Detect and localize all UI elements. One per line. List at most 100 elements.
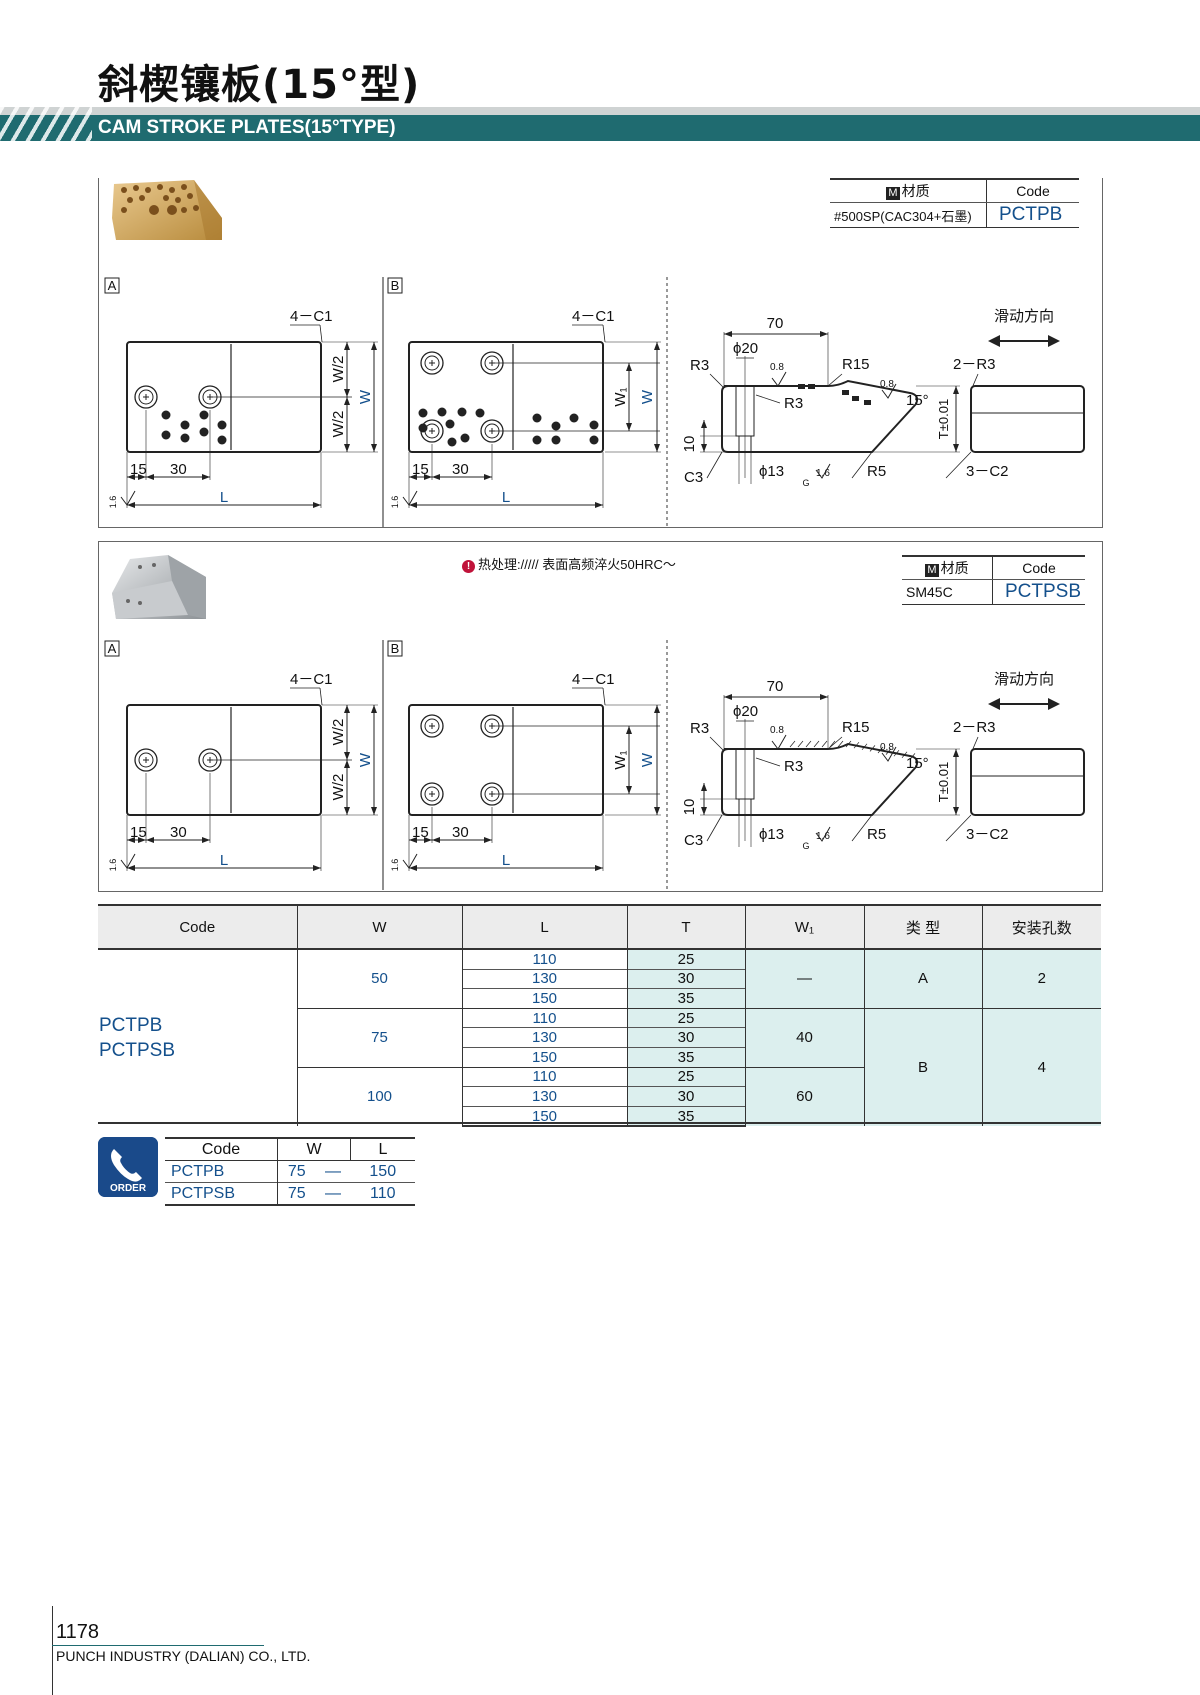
dim-l-b-head-l (409, 502, 417, 508)
header-stripes (0, 107, 92, 141)
w-label: W (357, 389, 374, 404)
hole-a-1-inner (138, 389, 154, 405)
graphite-plug-a (161, 430, 171, 440)
w-label-b: W (639, 752, 656, 767)
dim-w-head-b (371, 807, 377, 815)
dim-w-half-1-head-b (344, 752, 350, 760)
r3-mid-label: R3 (784, 395, 803, 412)
dim-10-label: 10 (681, 436, 698, 453)
dim-10-head-b (701, 444, 707, 452)
order-l: 110 (350, 1182, 415, 1206)
w-half-label-1: W/2 (330, 356, 347, 383)
r3-mid-leader (755, 394, 781, 404)
order-col-w: W (277, 1137, 351, 1161)
hole-a-1-inner (138, 752, 154, 768)
roughness-08-label-a: 0.8 (770, 725, 784, 736)
dim-70-head-r (820, 694, 828, 700)
dim-w-half-2-head-t (344, 397, 350, 405)
dim-10-head-b (701, 807, 707, 815)
hole-b-1 (420, 714, 444, 738)
dim-l-head-l (127, 865, 135, 871)
end-view (970, 748, 1085, 816)
dim-w1-head-t (626, 363, 632, 371)
graphite-plug-a (199, 427, 209, 437)
graphite-plug-b (418, 423, 428, 433)
table-row: 75 110 25 40 B 4 (98, 1007, 1101, 1127)
t-tol-label: T±0.01 (936, 399, 951, 439)
r3-left-label: R3 (690, 357, 709, 374)
roughness-label-b: 1.6 (390, 496, 400, 509)
graphite-plug-a (217, 435, 227, 445)
table-bottom-rule (98, 1122, 1101, 1124)
code-pctpsb: PCTPSB (99, 1040, 176, 1062)
dim-l-head-r (313, 502, 321, 508)
graphite-plug-b (418, 408, 428, 418)
material-value: SM45C (902, 579, 993, 605)
roughness-16-label: 1.6 (816, 831, 830, 842)
hard-layer-hatch (909, 753, 916, 760)
roughness-08-symbol-b (881, 746, 897, 762)
dim-l-b-head-r (595, 865, 603, 871)
dim-w-b-head-t (654, 342, 660, 350)
leader-a (319, 687, 323, 706)
graphite-plug-b (447, 437, 457, 447)
w-half-label-2: W/2 (330, 411, 347, 438)
dim-30-label: 30 (170, 824, 187, 841)
material-badge: M (886, 187, 900, 200)
dim-70-head-l (724, 694, 732, 700)
company-name: PUNCH INDUSTRY (DALIAN) CO., LTD. (56, 1648, 311, 1664)
w-cell: 75 (296, 1007, 462, 1068)
hard-layer-hatch (861, 743, 868, 751)
product-photo-bronze (112, 180, 222, 240)
r15-leader (827, 736, 843, 750)
dim-w-half-1-head-b (344, 389, 350, 397)
dim-15-b-head-l (409, 474, 417, 480)
l-cell: 110 (461, 1066, 627, 1087)
w-label: W (357, 752, 374, 767)
dim-30-b-head-r (484, 474, 492, 480)
w-cell: 50 (296, 948, 462, 1009)
hole-b-1-inner (424, 718, 440, 734)
hard-layer-hatch (893, 749, 900, 757)
order-icon-label: ORDER (110, 1183, 147, 1194)
hole-b-1 (420, 351, 444, 375)
hard-layer-hatch (789, 740, 796, 748)
angle-15-label: 15° (906, 755, 929, 772)
code-label: Code (986, 178, 1079, 203)
roughness-16-label: 1.6 (816, 468, 830, 479)
dim-15-head-l (127, 837, 135, 843)
col-header-w: W (296, 904, 462, 950)
r5-leader (851, 814, 873, 842)
plate-outline-b (408, 341, 604, 453)
w1-cell: 40 (744, 1007, 864, 1068)
roughness-08-label-a: 0.8 (770, 362, 784, 373)
roughness-08-symbol (771, 734, 787, 750)
w-half-label-2: W/2 (330, 774, 347, 801)
r3-left-leader (709, 373, 725, 389)
type-a-label-box (104, 277, 120, 294)
hard-layer-hatch (845, 740, 852, 748)
phi20-label: ϕ20 (733, 703, 758, 720)
l-cell: 150 (461, 1105, 627, 1128)
r3-left-label: R3 (690, 720, 709, 737)
l-cell: 130 (461, 968, 627, 989)
l-label: L (220, 852, 228, 869)
t-cell: 25 (626, 948, 745, 970)
l-cell: 150 (461, 1046, 627, 1068)
chamfer-label-a: 4－C1 (290, 308, 333, 325)
product-panel-pctpsb (98, 541, 1103, 892)
r5-leader (851, 451, 873, 479)
leader-b (602, 687, 606, 706)
order-dash: — (315, 1182, 351, 1206)
dim-15-b-head-r (424, 474, 432, 480)
t-cell: 25 (626, 1007, 745, 1028)
hard-layer-hatch (877, 746, 884, 754)
phi20-label: ϕ20 (733, 340, 758, 357)
dim-w1-head-b (626, 423, 632, 431)
dim-30-b-head-l (432, 837, 440, 843)
dim-30-b-label: 30 (452, 824, 469, 841)
